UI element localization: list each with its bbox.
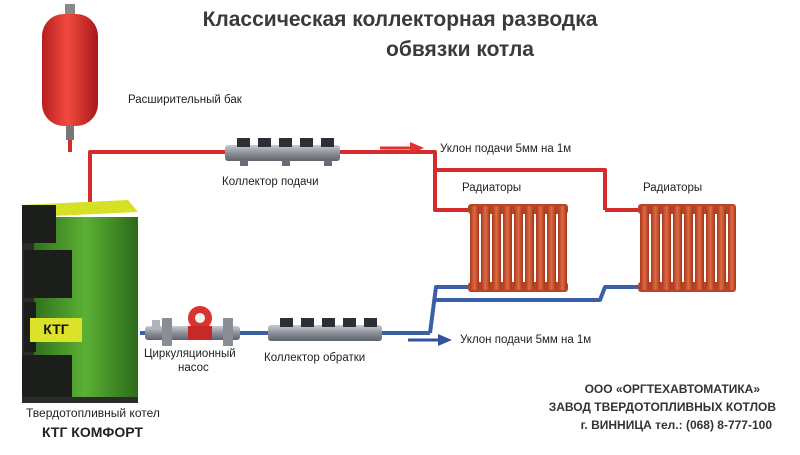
radiator-1 [468,204,568,292]
return-pipes [140,285,640,335]
company-contact: г. ВИННИЦА тел.: (068) 8-777-100 [580,418,772,432]
return-manifold [268,318,382,341]
expansion-tank [42,4,98,140]
company-description: ЗАВОД ТВЕРДОТОПЛИВНЫХ КОТЛОВ [548,400,776,414]
pump-label: Циркуляционный [144,348,236,360]
supply-manifold-label: Коллектор подачи [222,176,319,188]
return-slope-label: Уклон подачи 5мм на 1м [460,334,592,346]
diagram-title-line-1: Классическая коллекторная разводка [202,8,598,31]
solid-fuel-boiler [22,200,138,403]
return-manifold-label: Коллектор обратки [264,352,366,364]
tank-label: Расширительный бак [128,94,242,106]
radiators-label-2: Радиаторы [643,182,703,194]
circulation-pump [145,306,240,346]
diagram-title-line-2: обвязки котла [386,38,534,61]
pump-label-line-2: насос [178,362,209,374]
boiler-caption: Твердотопливный котел [26,406,160,420]
return-direction-arrow [408,334,452,346]
boiler-badge: КТГ [43,321,69,337]
supply-slope-label: Уклон подачи 5мм на 1м [440,143,572,155]
company-name: ООО «ОРГТЕХАВТОМАТИКА» [584,382,760,396]
boiler-model: КТГ КОМФОРТ [42,424,143,440]
radiator-2 [638,204,736,292]
supply-direction-arrow [380,142,424,154]
supply-manifold [225,138,340,166]
radiators-label-1: Радиаторы [462,182,522,194]
supply-pipes [68,140,640,212]
